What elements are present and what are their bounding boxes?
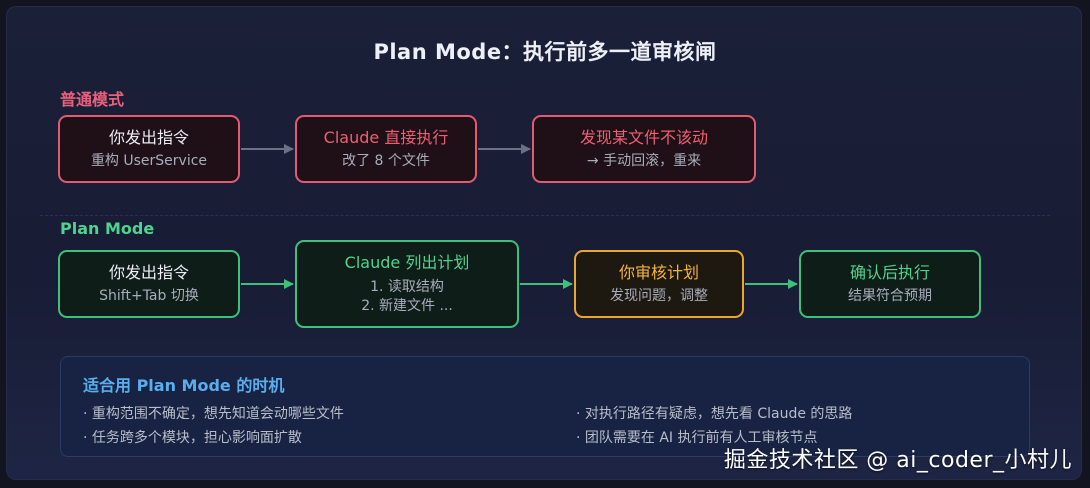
step-detail: Shift+Tab 切换	[99, 288, 199, 304]
plan-step-review-plan: 你审核计划 发现问题，调整	[574, 250, 744, 318]
step-title: 发现某文件不该动	[579, 128, 708, 147]
watermark: 掘金技术社区 @ ai_coder_小村儿	[723, 448, 1072, 473]
section-divider	[40, 215, 1050, 216]
step-title: Claude 直接执行	[323, 128, 449, 147]
plan-item-2: 2. 新建文件 ...	[361, 298, 453, 314]
plan-item-1: 1. 读取结构	[370, 279, 444, 295]
tip-item: · 对执行路径有疑虑，想先看 Claude 的思路	[576, 406, 853, 422]
normal-step-issue-command: 你发出指令 重构 UserService	[58, 115, 240, 183]
step-title: 你发出指令	[108, 128, 189, 147]
normal-step-claude-executes: Claude 直接执行 改了 8 个文件	[295, 115, 477, 183]
normal-mode-label: 普通模式	[60, 90, 125, 109]
tips-title: 适合用 Plan Mode 的时机	[83, 376, 285, 395]
step-detail: 重构 UserService	[90, 153, 208, 169]
plan-step-issue-command: 你发出指令 Shift+Tab 切换	[58, 250, 240, 318]
tip-item: · 团队需要在 AI 执行前有人工审核节点	[576, 430, 818, 446]
step-title: 确认后执行	[849, 263, 930, 282]
step-title: Claude 列出计划	[344, 253, 470, 272]
step-title: 你发出指令	[108, 263, 189, 282]
step-detail: → 手动回滚，重来	[586, 153, 702, 169]
diagram-title: Plan Mode：执行前多一道审核闸	[373, 40, 717, 64]
step-title: 你审核计划	[618, 263, 699, 282]
usage-tips-panel: 适合用 Plan Mode 的时机 · 重构范围不确定，想先知道会动哪些文件 ·…	[60, 356, 1030, 457]
plan-mode-label: Plan Mode	[60, 219, 155, 238]
tip-item: · 重构范围不确定，想先知道会动哪些文件	[83, 406, 344, 422]
plan-step-claude-lists-plan: Claude 列出计划 1. 读取结构 2. 新建文件 ...	[295, 240, 519, 328]
step-detail: 改了 8 个文件	[342, 153, 430, 169]
normal-step-discover-problem: 发现某文件不该动 → 手动回滚，重来	[532, 115, 756, 183]
step-detail: 发现问题，调整	[610, 288, 708, 304]
plan-step-confirm-execute: 确认后执行 结果符合预期	[799, 250, 981, 318]
step-detail: 结果符合预期	[848, 288, 932, 304]
tip-item: · 任务跨多个模块，担心影响面扩散	[83, 430, 302, 446]
